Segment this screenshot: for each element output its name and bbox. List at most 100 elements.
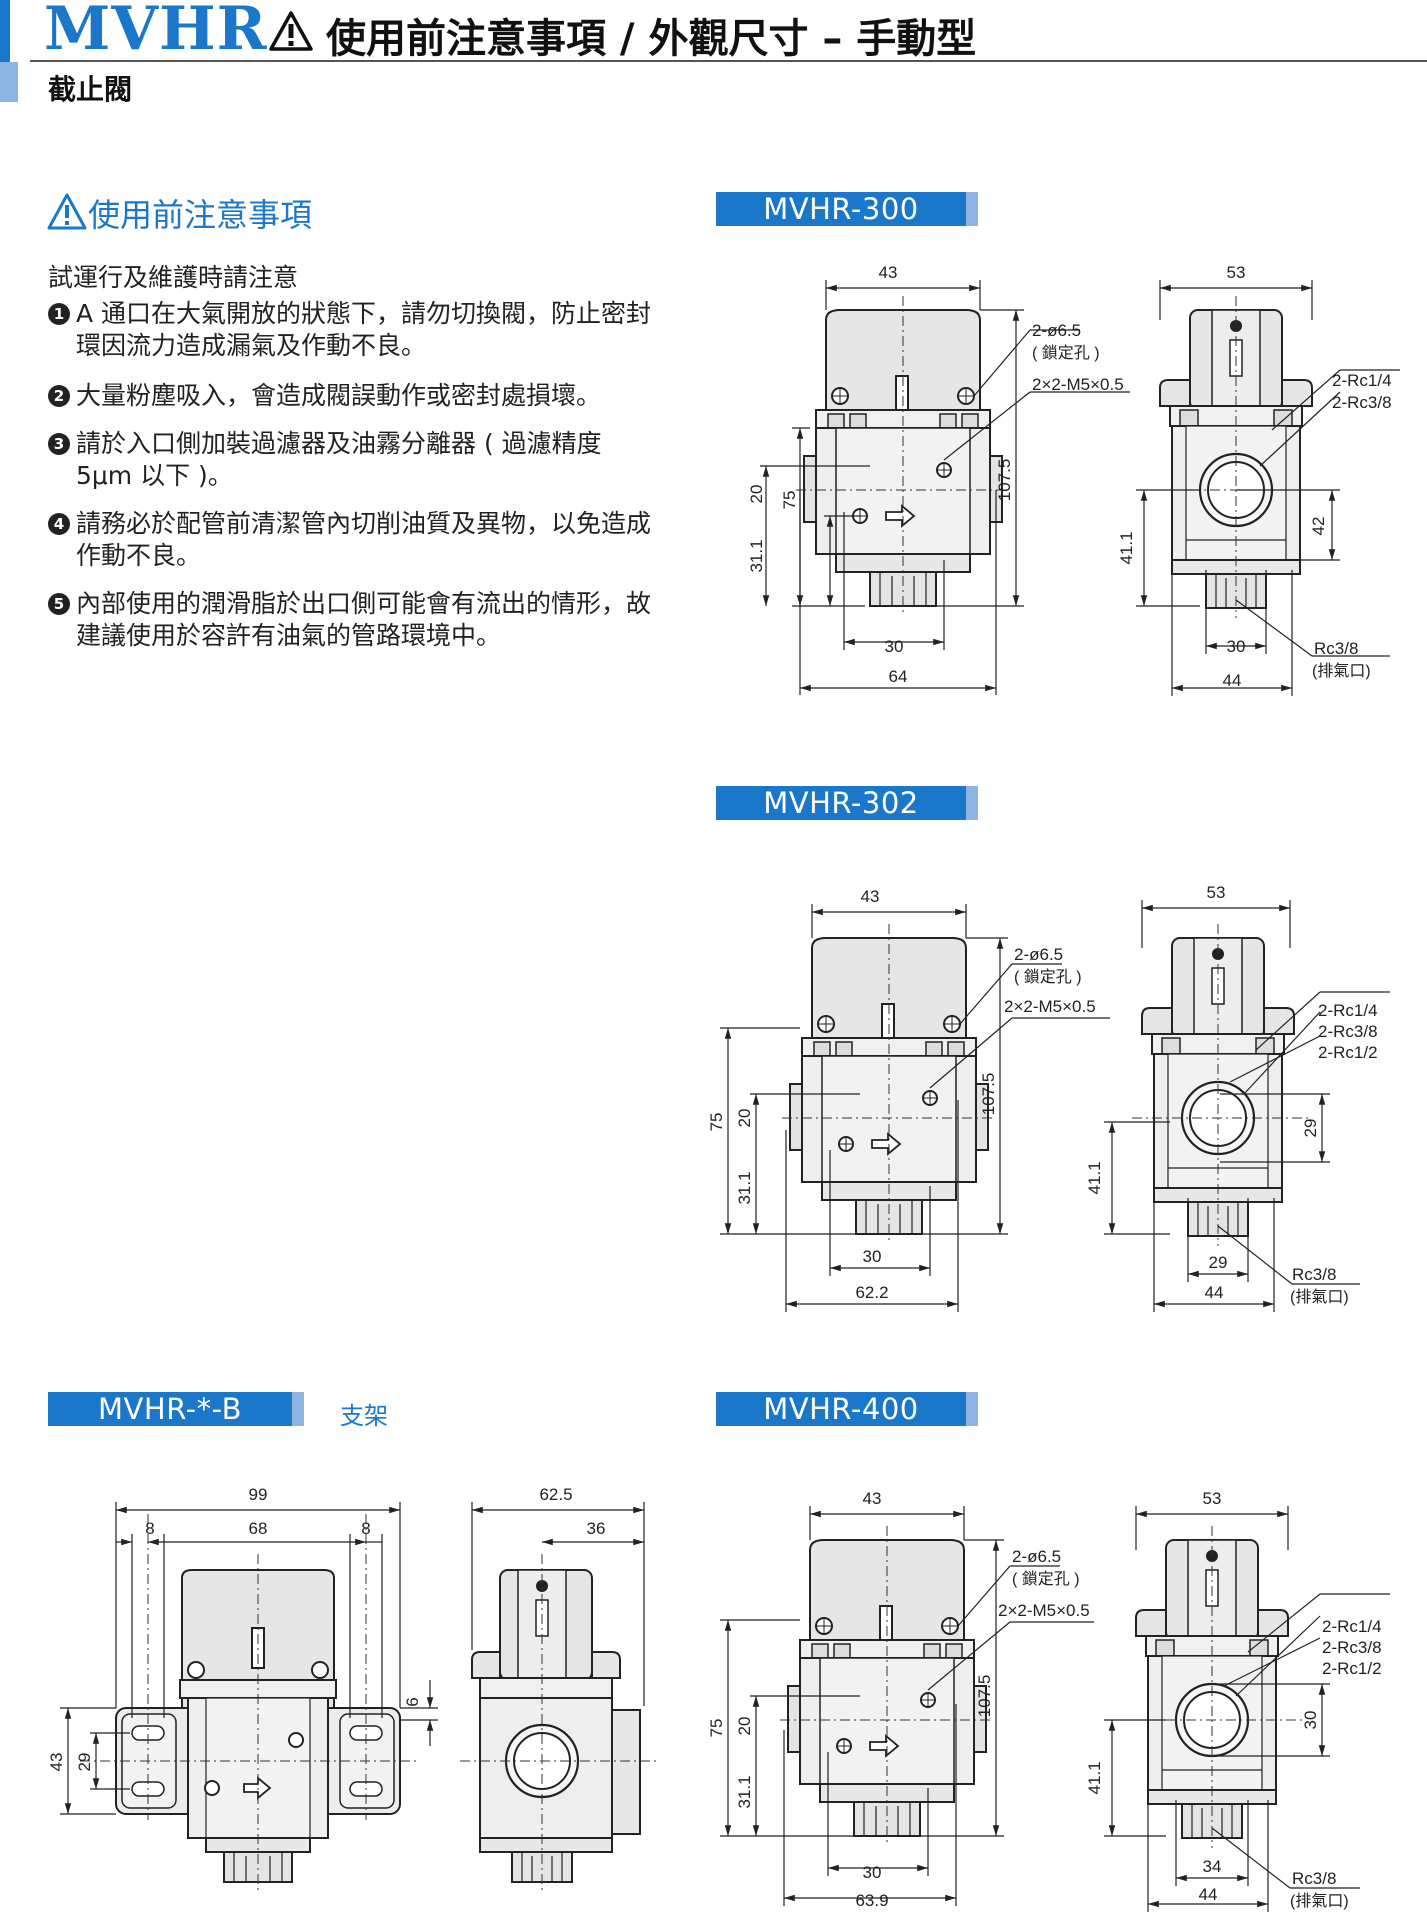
- dim-port1: 2-Rc1/4: [1322, 1617, 1382, 1636]
- series-name: MVHR: [44, 0, 268, 64]
- dim-side-30: 30: [1227, 637, 1246, 656]
- dim-side-top-53: 53: [1227, 263, 1246, 282]
- dim-side-411: 41.1: [1117, 531, 1136, 564]
- note-item: 2 大量粉塵吸入，會造成閥誤動作或密封處損壞。: [48, 380, 658, 412]
- note-number: 4: [48, 513, 70, 535]
- bracket-front-view: [80, 1514, 420, 1894]
- dim-height-6: 6: [403, 1697, 422, 1706]
- side-view: [1124, 1524, 1304, 1850]
- dim-height-1075: 107.5: [979, 1073, 998, 1116]
- dim-height-311: 31.1: [735, 1775, 754, 1808]
- dim-height-75: 75: [780, 491, 799, 510]
- dim-height-29: 29: [75, 1753, 94, 1772]
- dim-exhaust: Rc3/8: [1314, 639, 1358, 658]
- dim-hole: 2-ø6.5: [1014, 945, 1063, 964]
- dim-hole-note: ( 鎖定孔 ): [1032, 344, 1100, 362]
- note-item: 4 請務必於配管前清潔管內切削油質及異物，以免造成作動不良。: [48, 508, 658, 572]
- dim-height-311: 31.1: [747, 539, 766, 572]
- dim-height-1075: 107.5: [995, 459, 1014, 502]
- dim-height-311: 31.1: [735, 1171, 754, 1204]
- dim-width-30: 30: [863, 1863, 882, 1882]
- dim-height-20: 20: [735, 1109, 754, 1128]
- dim-side-625: 62.5: [539, 1485, 572, 1504]
- front-view: [779, 1525, 995, 1847]
- dim-height-1075: 107.5: [975, 1675, 994, 1718]
- dim-height-20: 20: [747, 485, 766, 504]
- dim-width-64: 64: [889, 667, 908, 686]
- dim-exhaust: Rc3/8: [1292, 1265, 1336, 1284]
- dim-side-42: 42: [1309, 517, 1328, 536]
- dim-top-43: 43: [861, 887, 880, 906]
- model-banner-mvhr-302: MVHR-302: [716, 786, 978, 820]
- model-banner-mvhr-400: MVHR-400: [716, 1392, 978, 1426]
- note-text: 大量粉塵吸入，會造成閥誤動作或密封處損壞。: [76, 381, 602, 410]
- dim-exhaust-note: (排氣口): [1312, 662, 1371, 680]
- note-item: 5 內部使用的潤滑脂於出口側可能會有流出的情形，故建議使用於容許有油氣的管路環境…: [48, 588, 658, 652]
- dim-side-411: 41.1: [1085, 1761, 1104, 1794]
- dim-width-8-left: 8: [145, 1519, 154, 1538]
- dim-side-29h: 29: [1301, 1119, 1320, 1138]
- dim-side-44: 44: [1223, 671, 1242, 690]
- note-text: A 通口在大氣開放的狀態下，請勿切換閥，防止密封環因流力造成漏氣及作動不良。: [76, 299, 652, 360]
- front-view: [795, 295, 1011, 617]
- dim-port2: 2-Rc3/8: [1332, 393, 1392, 412]
- dim-exhaust-note: (排氣口): [1290, 1288, 1349, 1306]
- note-number: 3: [48, 433, 70, 455]
- dim-screw: 2×2-M5×0.5: [1004, 997, 1096, 1016]
- bracket-label: 支架: [340, 1402, 388, 1430]
- dim-port3: 2-Rc1/2: [1322, 1659, 1382, 1678]
- dim-port2: 2-Rc3/8: [1318, 1022, 1378, 1041]
- dim-port3: 2-Rc1/2: [1318, 1043, 1378, 1062]
- dim-screw: 2×2-M5×0.5: [1032, 375, 1124, 394]
- note-number: 5: [48, 593, 70, 615]
- note-item: 3 請於入口側加裝過濾器及油霧分離器 ( 過濾精度 5μm 以下 )。: [48, 428, 658, 492]
- drawing-mvhr-b: 99 8 68 8 6 43 29 62.5 36: [47, 1485, 660, 1894]
- dim-hole-note: ( 鎖定孔 ): [1012, 1570, 1080, 1588]
- note-text: 請務必於配管前清潔管內切削油質及異物，以免造成作動不良。: [76, 509, 652, 570]
- drawing-mvhr-302: 43 2-ø6.5 ( 鎖定孔 ) 2×2-M5×0.5 107.5 75 20…: [707, 883, 1390, 1312]
- side-view: [1148, 294, 1328, 620]
- notes-subtitle: 試運行及維護時請注意: [48, 263, 299, 292]
- dim-side-34: 34: [1203, 1857, 1222, 1876]
- header-accent-bar-light: [0, 62, 18, 102]
- dim-screw: 2×2-M5×0.5: [998, 1601, 1090, 1620]
- note-item: 1 A 通口在大氣開放的狀態下，請勿切換閥，防止密封環因流力造成漏氣及作動不良。: [48, 298, 658, 362]
- note-number: 1: [48, 303, 70, 325]
- header-rule: [30, 60, 1427, 62]
- dim-side-44: 44: [1205, 1283, 1224, 1302]
- notes-title: 使用前注意事項: [88, 196, 313, 234]
- dim-hole: 2-ø6.5: [1032, 321, 1081, 340]
- side-view: [1130, 922, 1310, 1248]
- dim-port1: 2-Rc1/4: [1318, 1001, 1378, 1020]
- front-view: [781, 923, 997, 1245]
- dim-side-36: 36: [587, 1519, 606, 1538]
- dim-width-68: 68: [249, 1519, 268, 1538]
- drawing-mvhr-400: 43 2-ø6.5 ( 鎖定孔 ) 2×2-M5×0.5 107.5 75 20…: [707, 1489, 1390, 1912]
- dim-side-top-53: 53: [1203, 1489, 1222, 1508]
- note-text: 請於入口側加裝過濾器及油霧分離器 ( 過濾精度 5μm 以下 )。: [76, 429, 602, 490]
- dim-exhaust-note: (排氣口): [1290, 1892, 1349, 1910]
- model-banner-mvhr-300: MVHR-300: [716, 192, 978, 226]
- dim-side-30h: 30: [1301, 1711, 1320, 1730]
- dim-hole-note: ( 鎖定孔 ): [1014, 968, 1082, 986]
- dim-height-75: 75: [707, 1113, 726, 1132]
- header-accent-bar: [0, 0, 10, 100]
- dim-height-20: 20: [735, 1717, 754, 1736]
- model-banner-mvhr-b: MVHR-*-B: [48, 1392, 304, 1426]
- drawing-mvhr-300: 43 2-ø6.5 ( 鎖定孔 ) 2×2-M5×0.5 107.5 75 20…: [747, 263, 1400, 696]
- bracket-side-view: [460, 1554, 660, 1894]
- dim-side-411: 41.1: [1085, 1161, 1104, 1194]
- dim-width-639: 63.9: [855, 1891, 888, 1910]
- dim-width-30: 30: [863, 1247, 882, 1266]
- dim-top-43: 43: [863, 1489, 882, 1508]
- dim-height-43: 43: [47, 1753, 66, 1772]
- dim-side-top-53: 53: [1207, 883, 1226, 902]
- dim-side-29w: 29: [1209, 1253, 1228, 1272]
- dim-width-622: 62.2: [855, 1283, 888, 1302]
- dim-width-8-right: 8: [361, 1519, 370, 1538]
- caution-icon: [47, 193, 87, 230]
- dim-port1: 2-Rc1/4: [1332, 371, 1392, 390]
- dim-height-75: 75: [707, 1719, 726, 1738]
- note-text: 內部使用的潤滑脂於出口側可能會有流出的情形，故建議使用於容許有油氣的管路環境中。: [76, 589, 652, 650]
- dim-side-44: 44: [1199, 1885, 1218, 1904]
